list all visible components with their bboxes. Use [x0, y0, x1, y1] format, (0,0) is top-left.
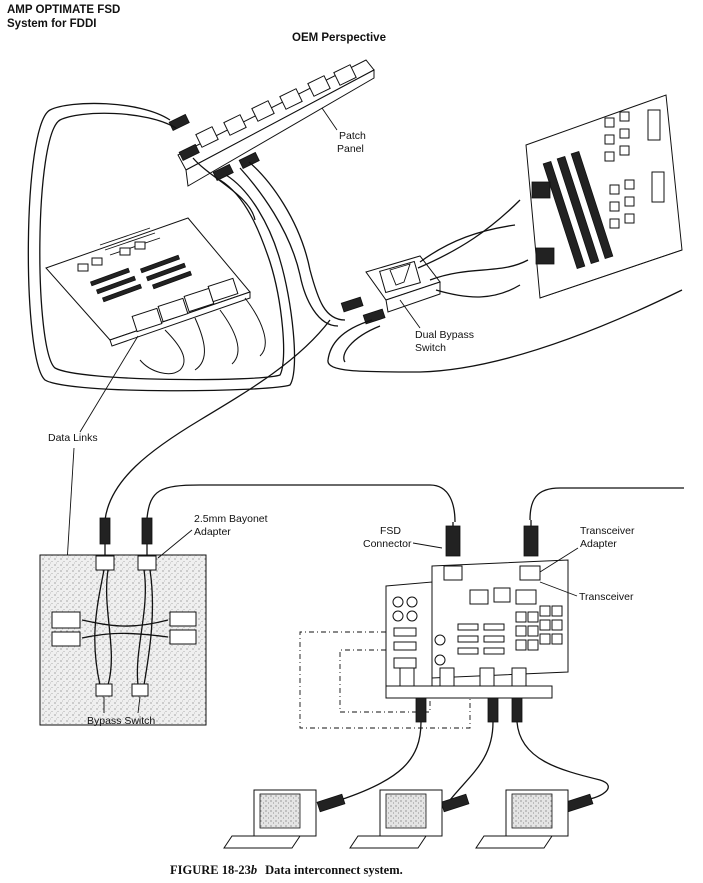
leader-patch	[321, 107, 338, 131]
workstation-1	[223, 789, 317, 849]
cable-right-offpage	[529, 487, 684, 521]
leader-bayonet	[157, 529, 193, 559]
leader-transceiver-adapter	[539, 547, 579, 573]
dual-bypass-switch	[340, 199, 529, 325]
label-bypass-switch: Bypass Switch	[87, 715, 155, 727]
bypass-to-right-cable	[327, 289, 683, 373]
subtitle: OEM Perspective	[292, 32, 386, 44]
pc-board-left	[45, 217, 266, 375]
workstation-3	[475, 789, 569, 849]
workstation-cables	[316, 697, 609, 813]
leader-dual-bypass	[399, 299, 421, 329]
caption-text: Data interconnect system.	[265, 863, 403, 877]
label-fsd-1: FSD	[380, 525, 401, 537]
cable-left-to-fsd	[146, 484, 456, 523]
label-data-links: Data Links	[48, 432, 98, 444]
label-bayonet-2: Adapter	[194, 526, 231, 538]
label-patch-1: Patch	[339, 130, 366, 142]
label-dual-bypass-2: Switch	[415, 342, 446, 354]
leader-transceiver	[539, 581, 578, 597]
label-transceiver: Transceiver	[579, 591, 634, 603]
title-line-1: AMP OPTIMATE FSD	[7, 4, 120, 16]
pc-board-right	[525, 94, 683, 299]
leader-data-links-top	[79, 335, 139, 433]
label-bayonet-1: 2.5mm Bayonet	[194, 513, 268, 525]
label-transceiver-adapter-1: Transceiver	[580, 525, 635, 537]
caption-figure-suffix: b	[251, 863, 257, 877]
workstation-2	[349, 789, 443, 849]
leader-fsd	[412, 542, 443, 549]
lower-left-board	[39, 517, 207, 726]
title-line-2: System for FDDI	[7, 18, 96, 30]
fsd-board	[299, 520, 569, 729]
label-fsd-2: Connector	[363, 538, 412, 550]
top-loop-cables	[27, 102, 346, 521]
label-patch-2: Panel	[337, 143, 364, 155]
label-transceiver-adapter-2: Adapter	[580, 538, 617, 550]
caption-figure: FIGURE 18-23	[170, 863, 251, 877]
figure-caption: FIGURE 18-23b Data interconnect system.	[170, 863, 403, 877]
patch-panel	[168, 59, 375, 187]
label-dual-bypass-1: Dual Bypass	[415, 329, 474, 341]
